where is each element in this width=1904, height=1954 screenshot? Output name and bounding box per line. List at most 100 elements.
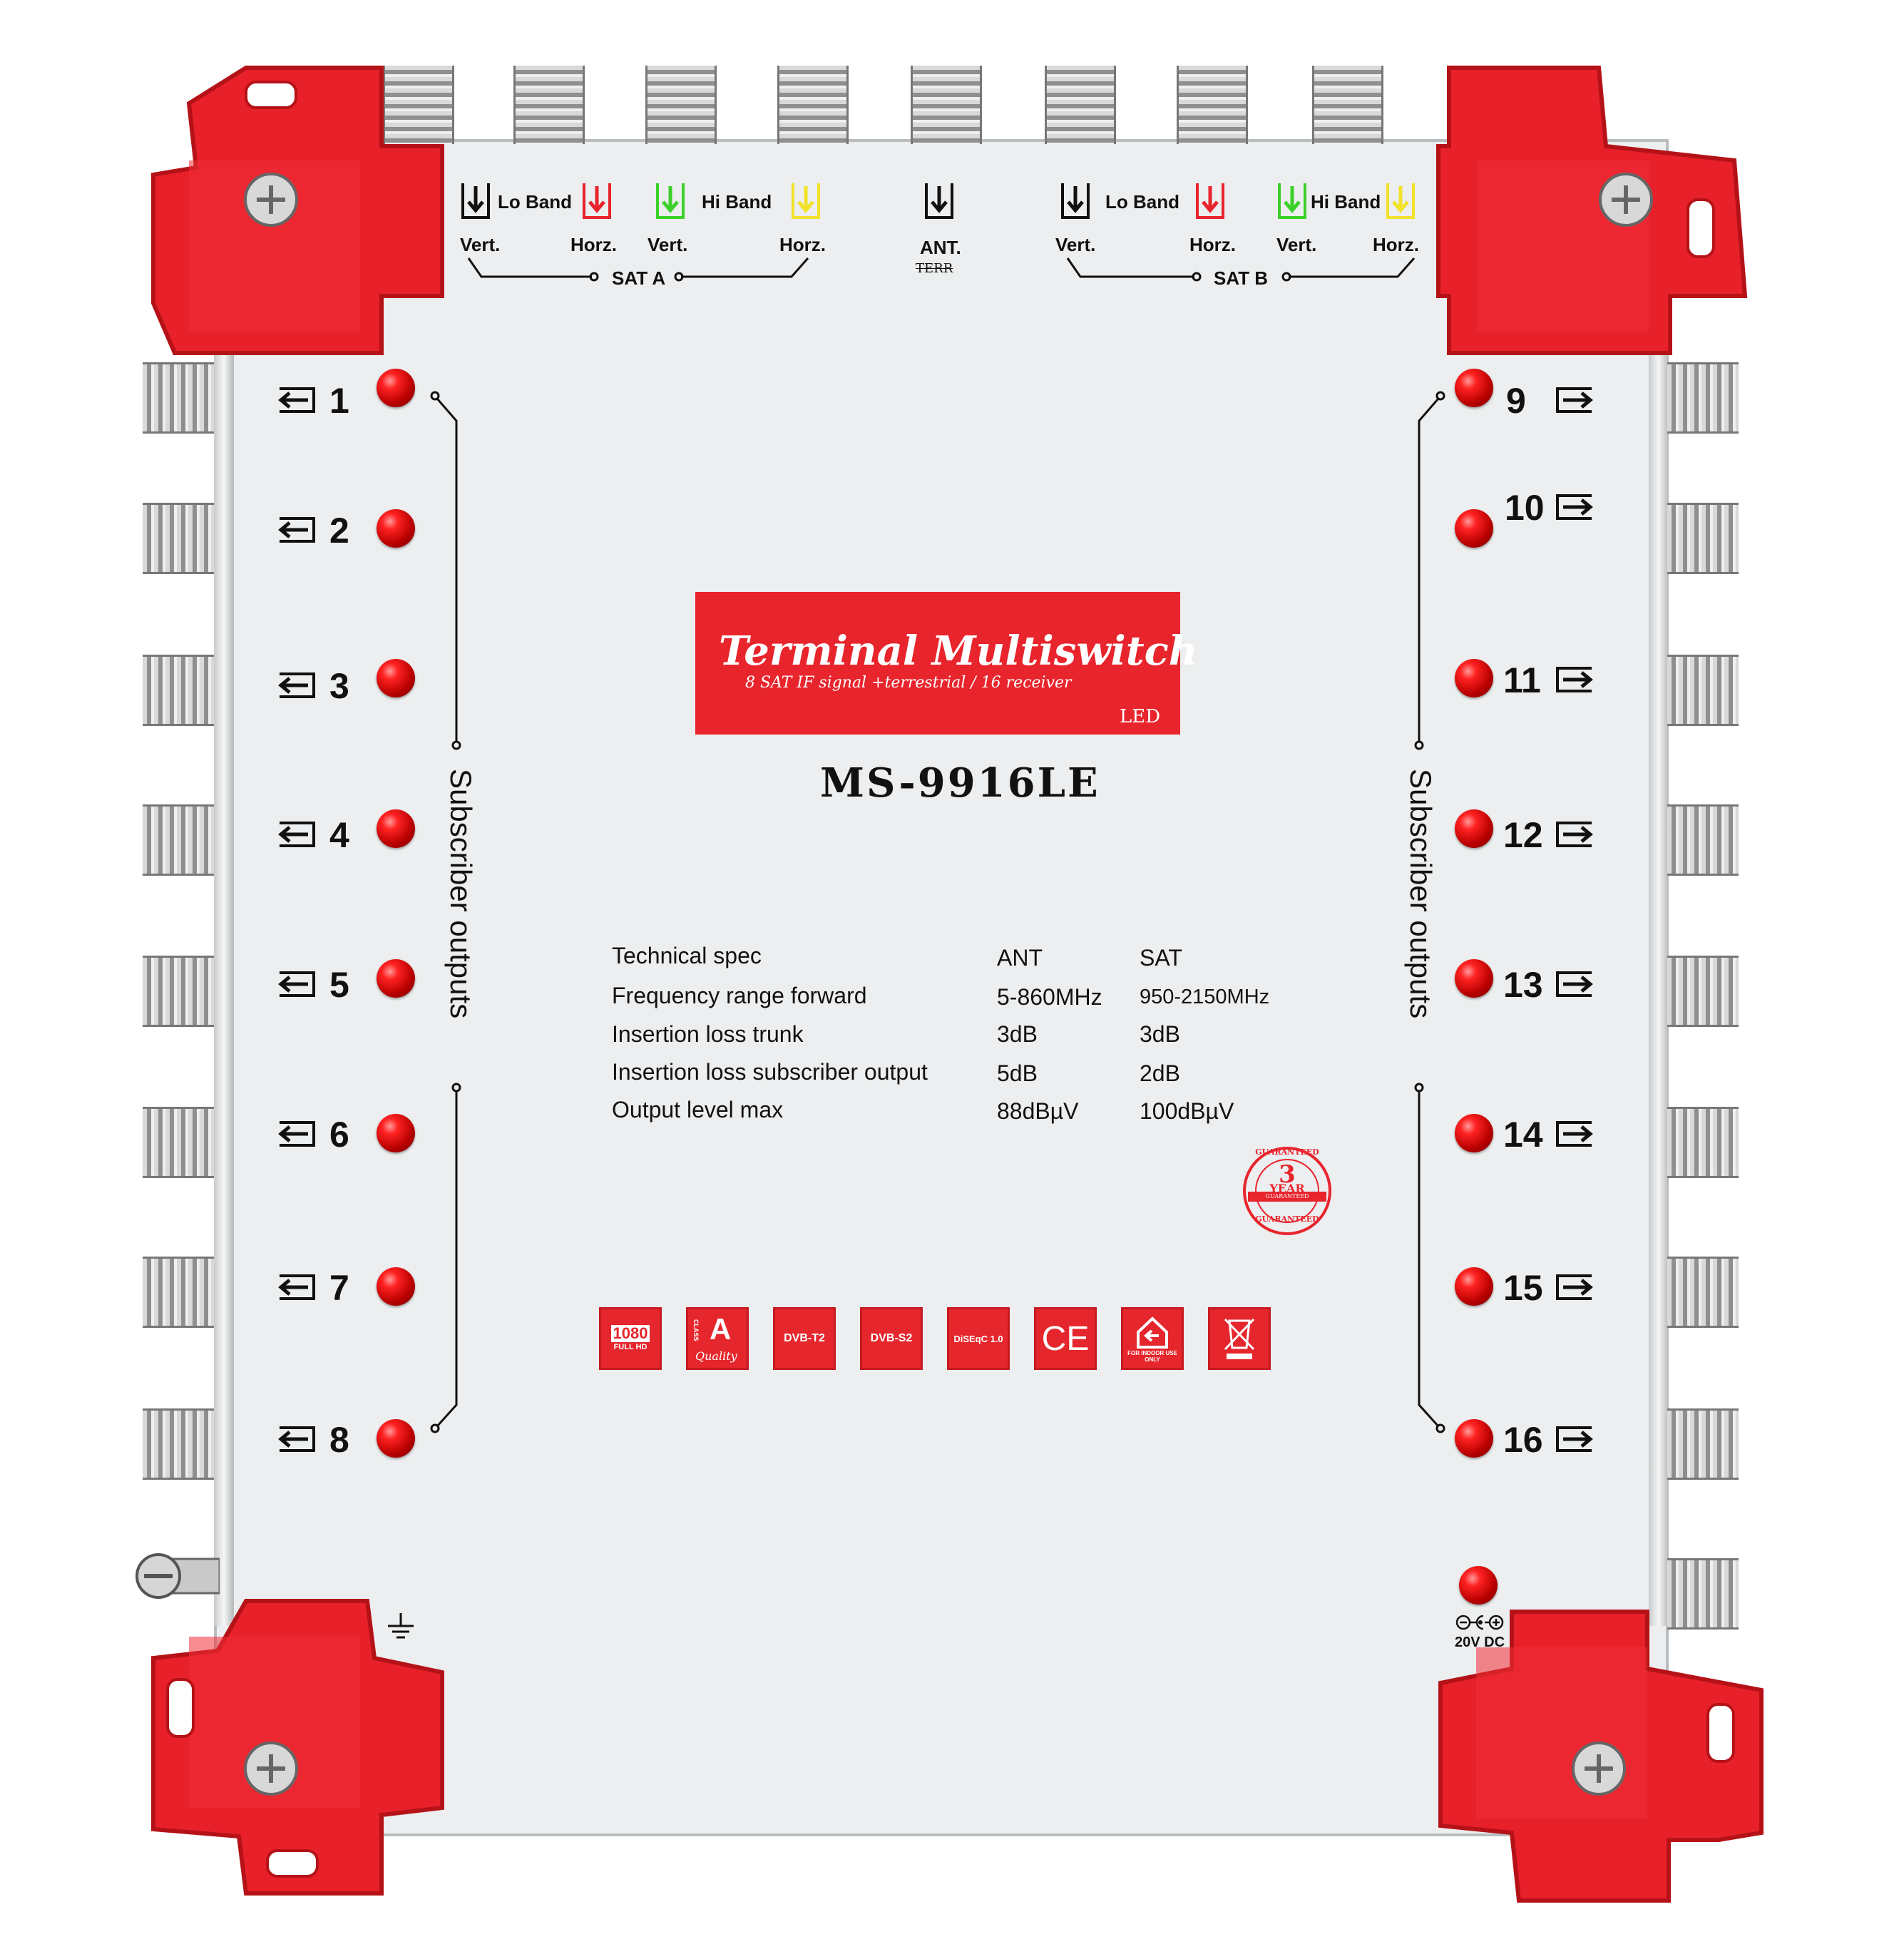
- output-connector-2[interactable]: [143, 503, 214, 574]
- output-connector-6[interactable]: [143, 1107, 214, 1178]
- crossed-bin-icon: [1224, 1318, 1255, 1359]
- hd-full-text: FULL HD: [613, 1343, 648, 1351]
- class-a-small-text: CLASS: [692, 1319, 700, 1341]
- output-connector-13[interactable]: [1667, 956, 1739, 1027]
- sat-b-vert-label: Vert.: [1276, 234, 1317, 255]
- output-connector-12[interactable]: [1667, 804, 1739, 876]
- input-connector-sat-b-lo-horz[interactable]: [1177, 66, 1248, 144]
- spec-header-ant: ANT: [997, 945, 1043, 971]
- sat-a-lo-band-label: Lo Band: [498, 191, 572, 213]
- input-connector-sat-b-lo-vert[interactable]: [1045, 66, 1116, 144]
- guarantee-band-text: GUARANTEED: [1265, 1193, 1309, 1199]
- output-number: 4: [329, 815, 349, 855]
- output-arrow-icon: [277, 671, 317, 700]
- output-arrow-icon: [277, 1120, 317, 1148]
- spec-header: Technical spec: [612, 943, 762, 968]
- corner-protector-top-left: [146, 61, 446, 360]
- output-number: 1: [329, 381, 349, 421]
- output-connector-3[interactable]: [143, 655, 214, 726]
- class-a-badge: CLASS A Quality: [686, 1307, 749, 1370]
- sat-b-vert-label: Vert.: [1055, 234, 1096, 255]
- arrow-down-icon: [1060, 182, 1091, 224]
- arrow-down-icon: [790, 182, 822, 224]
- sat-a-vert-label: Vert.: [648, 234, 688, 255]
- output-arrow-icon: [277, 820, 317, 849]
- dvb-s2-badge: DVB-S2: [860, 1307, 923, 1370]
- product-subtitle: 8 SAT IF signal +terrestrial / 16 receiv…: [745, 674, 1072, 692]
- class-a-letter: A: [710, 1312, 732, 1346]
- output-led-12: [1455, 809, 1493, 848]
- guarantee-seal-icon: GUARANTEED 3 YEAR GUARANTEED GUARANTEED: [1241, 1145, 1334, 1237]
- ce-mark-badge: CE: [1034, 1307, 1097, 1370]
- output-arrow-icon: [1555, 1425, 1595, 1453]
- output-arrow-icon: [1555, 386, 1595, 414]
- corner-protector-bottom-right: [1433, 1605, 1769, 1911]
- sat-a-horz-label: Horz.: [570, 234, 617, 255]
- output-connector-8[interactable]: [143, 1408, 214, 1480]
- output-led-15: [1455, 1267, 1493, 1306]
- output-led-10: [1455, 509, 1493, 548]
- power-voltage-label: 20V DC: [1455, 1635, 1505, 1650]
- output-connector-11[interactable]: [1667, 655, 1739, 726]
- output-arrow-icon: [277, 516, 317, 544]
- output-arrow-icon: [1555, 493, 1595, 521]
- sat-a-bracket: [467, 257, 809, 289]
- arrow-down-icon: [1276, 182, 1308, 224]
- input-connector-sat-a-lo-horz[interactable]: [513, 66, 585, 144]
- output-connector-1[interactable]: [143, 362, 214, 434]
- input-connector-terrestrial[interactable]: [911, 66, 982, 144]
- guarantee-year: YEAR: [1269, 1182, 1305, 1195]
- diseqc-badge: DiSEqC 1.0: [947, 1307, 1010, 1370]
- arrow-down-icon: [1194, 182, 1226, 224]
- spec-row-ant: 88dBµV: [997, 1098, 1079, 1124]
- title-panel: [695, 592, 1180, 735]
- input-connector-sat-a-hi-vert[interactable]: [645, 66, 717, 144]
- input-connector-sat-a-hi-horz[interactable]: [777, 66, 849, 144]
- model-number: MS-9916LE: [820, 759, 1100, 807]
- output-arrow-icon: [1555, 970, 1595, 998]
- dvb-t2-badge: DVB-T2: [773, 1307, 836, 1370]
- left-rail: [214, 342, 234, 1626]
- right-rail: [1649, 342, 1669, 1626]
- output-number: 15: [1503, 1268, 1543, 1308]
- output-arrow-icon: [277, 970, 317, 998]
- sat-a-hi-band-label: Hi Band: [702, 191, 772, 213]
- output-led-13: [1455, 959, 1493, 998]
- sat-b-lo-band-label: Lo Band: [1105, 191, 1179, 213]
- input-connector-sat-a-lo-vert[interactable]: [383, 66, 454, 144]
- arrow-down-icon: [923, 182, 955, 224]
- house-icon: [1137, 1316, 1168, 1349]
- output-led-3: [377, 659, 415, 697]
- output-connector-14[interactable]: [1667, 1107, 1739, 1178]
- output-connector-10[interactable]: [1667, 503, 1739, 574]
- input-connector-sat-b-hi-vert[interactable]: [1312, 66, 1383, 144]
- output-number: 13: [1503, 965, 1543, 1005]
- arrow-down-icon: [581, 182, 613, 224]
- sat-b-horz-label: Horz.: [1189, 234, 1236, 255]
- output-connector-5[interactable]: [143, 956, 214, 1027]
- output-arrow-icon: [1555, 665, 1595, 694]
- output-arrow-icon: [1555, 820, 1595, 849]
- power-connector[interactable]: [1667, 1558, 1739, 1630]
- output-arrow-icon: [1555, 1273, 1595, 1301]
- sat-a-horz-label: Horz.: [779, 234, 826, 255]
- ground-screw[interactable]: [134, 1548, 221, 1605]
- output-connector-16[interactable]: [1667, 1408, 1739, 1480]
- spec-row-ant: 3dB: [997, 1021, 1038, 1047]
- weee-badge: [1208, 1307, 1271, 1370]
- corner-protector-top-right: [1435, 61, 1749, 360]
- full-hd-badge: 1080 FULL HD: [599, 1307, 662, 1370]
- output-number: 16: [1503, 1420, 1543, 1460]
- ant-label: ANT.: [920, 237, 961, 258]
- indoor-use-badge: FOR INDOOR USE ONLY: [1121, 1307, 1184, 1370]
- output-connector-7[interactable]: [143, 1257, 214, 1328]
- output-number: 14: [1503, 1115, 1543, 1155]
- output-led-11: [1455, 659, 1493, 697]
- output-connector-15[interactable]: [1667, 1257, 1739, 1328]
- output-connector-9[interactable]: [1667, 362, 1739, 434]
- arrow-down-icon: [1385, 182, 1416, 224]
- output-led-14: [1455, 1114, 1493, 1152]
- right-subscriber-outputs-label: Subscriber outputs: [1404, 769, 1438, 1019]
- hd-1080-text: 1080: [610, 1325, 650, 1342]
- output-connector-4[interactable]: [143, 804, 214, 876]
